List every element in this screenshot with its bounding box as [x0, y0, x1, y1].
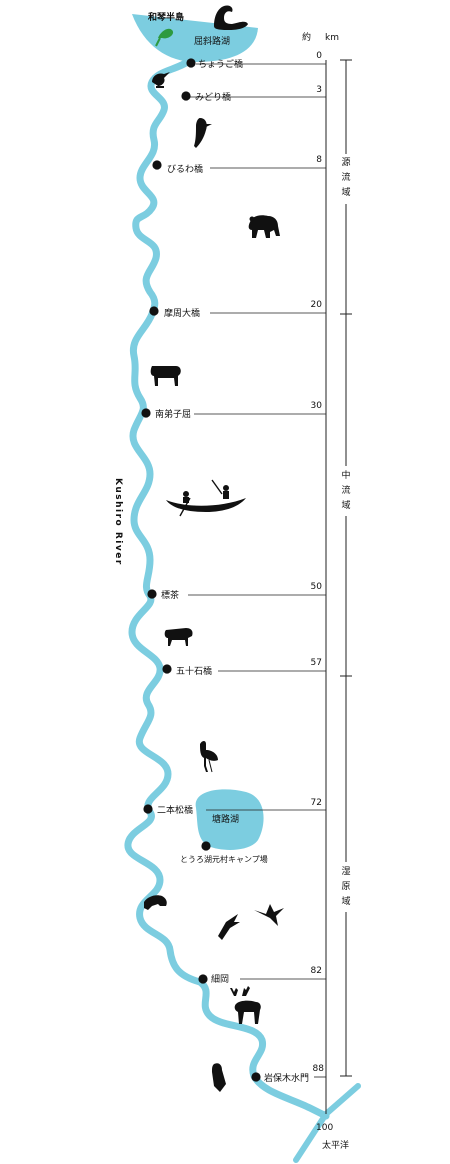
location-dot [198, 974, 208, 984]
location-dot [186, 58, 196, 68]
zone-label-marsh: 湿原域 [340, 862, 352, 912]
location-dot [181, 91, 191, 101]
canoe-icon [166, 479, 246, 517]
location-dot [141, 408, 151, 418]
location-dot [143, 804, 153, 814]
km-label: 100 [316, 1123, 333, 1133]
zone-label-char: 中 [341, 469, 350, 481]
km-label: 3 [316, 85, 322, 95]
km-label: 88 [313, 1064, 325, 1074]
zone-label-char: 域 [341, 186, 350, 198]
location-dot [152, 160, 162, 170]
location-dot [201, 841, 211, 851]
lake-toro [195, 789, 264, 850]
bear-icon [248, 215, 280, 238]
zone-label-char: 流 [341, 484, 350, 496]
point-label: 標茶 [161, 589, 179, 601]
km-label: 20 [311, 300, 323, 310]
unit-km: km [325, 33, 339, 43]
km-label: 50 [311, 582, 323, 592]
point-label: びるわ橋 [167, 163, 203, 175]
lake-top-label: 屈斜路湖 [194, 35, 230, 47]
eagle-icon [212, 1063, 226, 1092]
point-label: 二本松橋 [157, 804, 193, 816]
km-label: 72 [311, 798, 322, 808]
lake-middle-label: 塘路湖 [212, 813, 239, 825]
peninsula-label: 和琴半島 [147, 11, 184, 23]
point-label: ちょうご橋 [198, 58, 243, 70]
zone-label: 中流域 [341, 469, 350, 511]
km-label: 82 [311, 966, 322, 976]
zone-label-char: 流 [341, 171, 350, 183]
peninsula-marker-icon [155, 28, 174, 47]
kingfisher-icon [152, 72, 170, 88]
woodpecker-icon [194, 118, 212, 148]
ocean-label: 太平洋 [322, 1139, 349, 1151]
location-dot [149, 306, 159, 316]
km-label: 8 [316, 155, 322, 165]
point-label: 細岡 [211, 973, 229, 985]
zone-label-char: 湿 [341, 866, 350, 877]
point-label: 岩保木水門 [264, 1072, 309, 1084]
point-label: 南弟子屈 [155, 408, 191, 420]
crane-flying-icon [254, 904, 284, 926]
kushiro-river [124, 56, 330, 1120]
zone-label-char: 源 [341, 157, 350, 168]
river-name-label: Kushiro River [113, 478, 123, 566]
unit-approx: 約 [302, 31, 311, 43]
km-label: 57 [311, 658, 322, 668]
location-dot [162, 664, 172, 674]
zone-label-char: 域 [341, 499, 350, 511]
km-label: 0 [316, 51, 322, 61]
cow-icon [164, 628, 193, 646]
campsite-label: とうろ湖元村キャンプ場 [180, 854, 268, 864]
zone-label-middle: 中流域 [340, 466, 352, 516]
zone-label: 湿原域 [341, 866, 350, 907]
zone-label-source: 源流域 [340, 154, 352, 204]
location-dot [147, 589, 157, 599]
location-dot [251, 1072, 261, 1082]
cow-icon [150, 366, 181, 386]
point-label: みどり橋 [195, 91, 231, 103]
point-label: 摩周大橋 [164, 307, 200, 319]
zone-label-char: 域 [341, 895, 350, 907]
swan-icon [214, 5, 248, 30]
crane-icon [200, 741, 218, 773]
zone-label-char: 原 [341, 881, 350, 892]
deer-icon [230, 986, 261, 1024]
zone-label: 源流域 [341, 157, 350, 198]
point-label: 五十石橋 [176, 665, 212, 677]
crane-flying-icon [218, 914, 240, 940]
otter-icon [144, 895, 167, 910]
km-label: 30 [311, 401, 323, 411]
